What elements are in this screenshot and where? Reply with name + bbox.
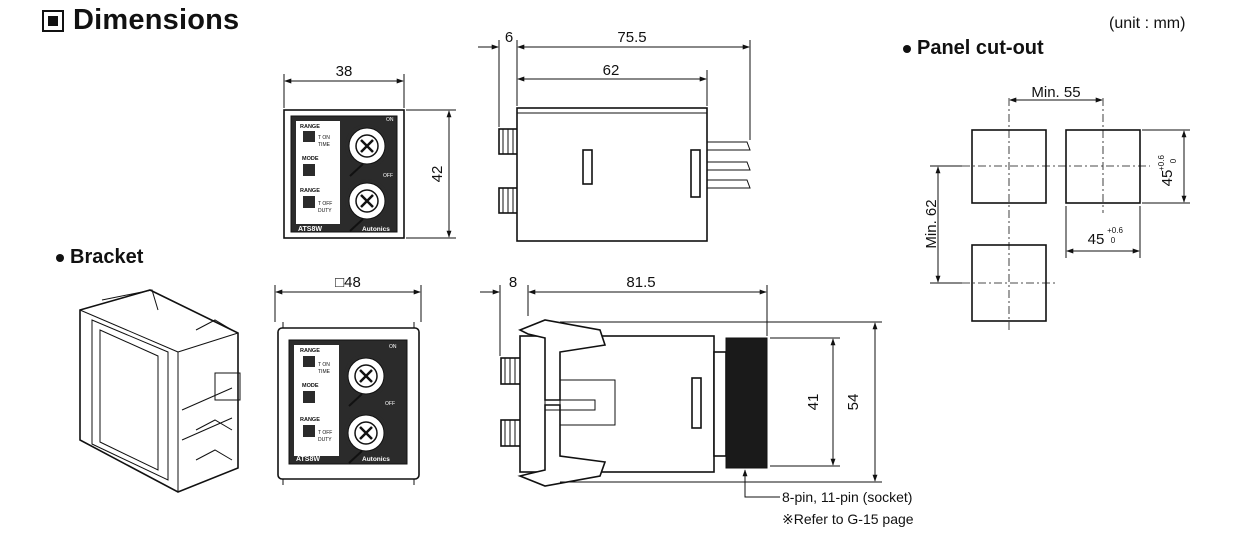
time-label: TIME [318, 142, 331, 148]
bracket-range-switch-2-icon [303, 425, 315, 437]
off-led-label: OFF [383, 173, 393, 179]
dim-body-depth: 62 [603, 62, 620, 79]
cutout-tol-plus-h: +0.6 [1107, 226, 1123, 235]
cutout-tol-zero-h: 0 [1111, 236, 1116, 245]
panel-cutout-label: Panel cut-out [917, 37, 1044, 59]
side-pins [706, 128, 751, 208]
cutout-tol-zero-v: 0 [1169, 158, 1178, 163]
cutout-tol-plus-v: +0.6 [1157, 155, 1166, 171]
bracket-arm-bottom [517, 404, 607, 487]
side-latch-top [498, 128, 520, 155]
dim-face-offset: 6 [505, 29, 513, 46]
bracket-perspective [79, 289, 241, 493]
range-label: RANGE [300, 124, 320, 130]
side-clip-2 [690, 149, 701, 198]
mode-label: MODE [302, 156, 319, 162]
page-title: Dimensions [73, 4, 240, 36]
off-time-label: T OFF [318, 201, 332, 207]
bracket-duty-label: DUTY [318, 437, 332, 443]
dim-bracket-inner-height: 41 [805, 394, 822, 411]
bracket-heading: Bracket [56, 246, 143, 269]
range-switch-2-icon [303, 196, 315, 208]
dim-front-height: 42 [429, 166, 446, 183]
cutout-min-pitch-h: Min. 55 [1031, 84, 1080, 101]
bracket-side-view: 8 81.5 41 54 8-pin, 11-pin (socket) ※Ref… [480, 274, 914, 527]
bracket-range-label: RANGE [300, 348, 320, 354]
refer-note: ※Refer to G-15 page [782, 511, 914, 527]
unit-note: (unit : mm) [1109, 15, 1186, 32]
mode-switch-icon [303, 164, 315, 176]
dim-bracket-depth: 81.5 [626, 274, 655, 291]
side-body [516, 107, 708, 242]
square-bullet-icon [42, 9, 64, 32]
brand-label: Autonics [362, 226, 390, 233]
socket-body [725, 337, 768, 469]
dim-bracket-outer-height: 54 [845, 394, 862, 411]
bracket-front-view: RANGE MODE RANGE T ON TIME T OFF DUTY ON… [274, 274, 422, 485]
page-header: Dimensions [42, 4, 239, 37]
dim-bracket-width: □48 [335, 274, 361, 291]
bracket-latch-bottom [500, 419, 522, 447]
side-latch-bottom [498, 187, 520, 214]
bracket-off-time-label: T OFF [318, 430, 332, 436]
bracket-on-led-label: ON [389, 344, 397, 350]
range-label-2: RANGE [300, 188, 320, 194]
cutout-hole-height: 45 [1159, 170, 1176, 187]
on-time-label: T ON [318, 135, 330, 141]
dim-total-depth: 75.5 [617, 29, 646, 46]
bracket-on-time-label: T ON [318, 362, 330, 368]
bullet-icon [56, 253, 64, 262]
bracket-mode-switch-icon [303, 391, 315, 403]
side-clip [582, 149, 593, 185]
duty-label: DUTY [318, 208, 332, 214]
range-switch-icon [303, 131, 315, 142]
model-label: ATS8W [298, 226, 322, 233]
socket-flange [713, 351, 727, 457]
bracket-inner [91, 319, 169, 481]
side-view: 6 75.5 62 [478, 29, 751, 242]
on-led-label: ON [386, 117, 394, 123]
bracket-mode-label: MODE [302, 383, 319, 389]
bracket-range-label-2: RANGE [300, 417, 320, 423]
bullet-icon [903, 44, 911, 53]
bracket-off-led-label: OFF [385, 401, 395, 407]
front-view: RANGE MODE RANGE T ON TIME T OFF DUTY ON… [283, 63, 456, 239]
panel-cutout-heading: Panel cut-out [903, 37, 1044, 60]
bracket-switch-panel [294, 345, 339, 456]
bracket-arm-top [518, 319, 607, 401]
socket-note: 8-pin, 11-pin (socket) [782, 489, 912, 505]
dim-bracket-offset: 8 [509, 274, 517, 291]
bracket-range-switch-icon [303, 356, 315, 367]
panel-cutout-view: Min. 55 Min. 62 45 +0.6 0 45 +0.6 0 [923, 84, 1190, 330]
bracket-time-label: TIME [318, 369, 331, 375]
bracket-brand-label: Autonics [362, 456, 390, 463]
bracket-label: Bracket [70, 246, 144, 268]
cutout-hole-width: 45 [1088, 231, 1105, 248]
bracket-model-label: ATS8W [296, 456, 320, 463]
bracket-latch-top [500, 357, 522, 385]
cutout-min-pitch-v: Min. 62 [923, 199, 940, 248]
bracket-side-clip [691, 377, 702, 429]
dim-front-width: 38 [336, 63, 353, 80]
